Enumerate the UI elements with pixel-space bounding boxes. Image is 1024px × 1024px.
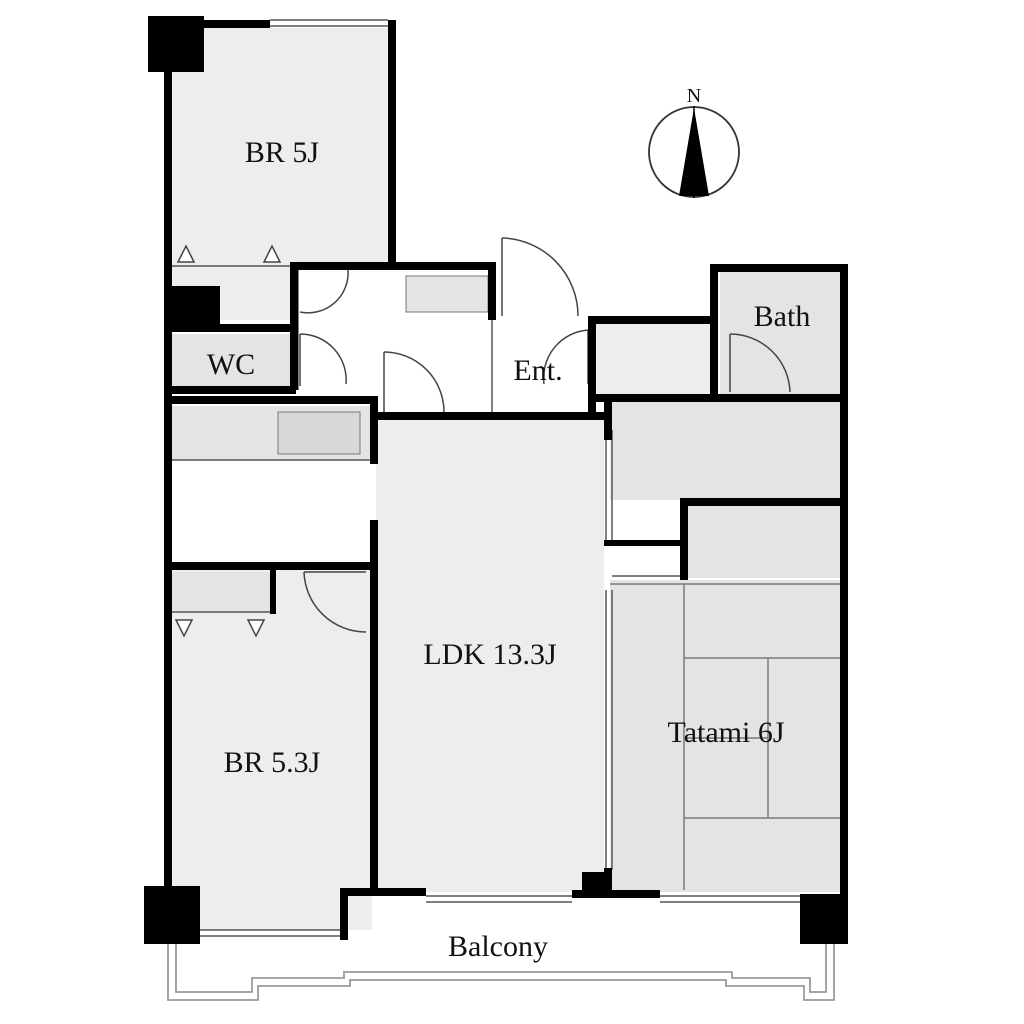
pillar-left-mid — [166, 286, 220, 326]
balcony-railing — [167, 944, 835, 1001]
label-br-bottom: BR 5.3J — [224, 746, 321, 779]
ldk-floor — [376, 420, 604, 892]
entrance-floor — [492, 320, 588, 412]
hall-counter — [405, 275, 489, 313]
walls — [144, 16, 848, 944]
br-bottom-floor — [170, 570, 372, 930]
door-swings — [299, 237, 791, 633]
br-top-floor — [170, 28, 392, 266]
label-bath: Bath — [754, 300, 811, 333]
tatami-mats — [610, 583, 840, 890]
bath-floor — [720, 270, 842, 394]
column-top-left — [148, 16, 204, 72]
compass-label: N — [687, 85, 701, 107]
label-balcony: Balcony — [448, 930, 548, 963]
label-entrance: Ent. — [513, 354, 562, 387]
label-br-top: BR 5J — [245, 136, 320, 169]
label-ldk: LDK 13.3J — [423, 638, 557, 671]
storage-low-floor — [688, 506, 840, 578]
utility-floor — [596, 322, 712, 394]
label-tatami: Tatami 6J — [667, 716, 784, 749]
room-labels: BR 5J WC Ent. Bath LDK 13.3J BR 5.3J Tat… — [207, 136, 811, 963]
label-wc: WC — [207, 348, 255, 381]
sink — [277, 411, 361, 455]
storage-mid-floor — [610, 400, 840, 500]
compass: N — [648, 85, 740, 198]
wc-floor — [170, 334, 292, 390]
closet-door-marks — [174, 244, 282, 638]
closet-bottom-floor — [170, 572, 270, 612]
floor-fills — [170, 28, 842, 930]
tatami-floor — [610, 580, 840, 892]
